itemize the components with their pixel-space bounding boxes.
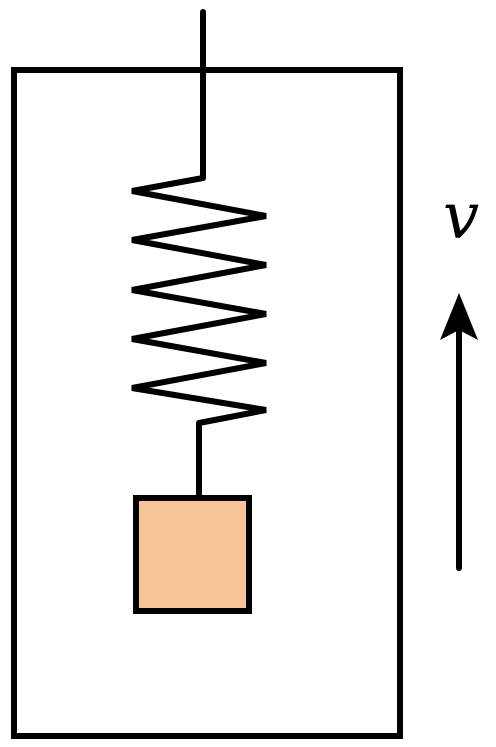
mass-block <box>133 495 252 614</box>
velocity-label: v <box>443 180 479 254</box>
velocity-arrow-head <box>440 293 478 340</box>
spring <box>131 175 267 426</box>
elevator-box <box>11 67 403 739</box>
